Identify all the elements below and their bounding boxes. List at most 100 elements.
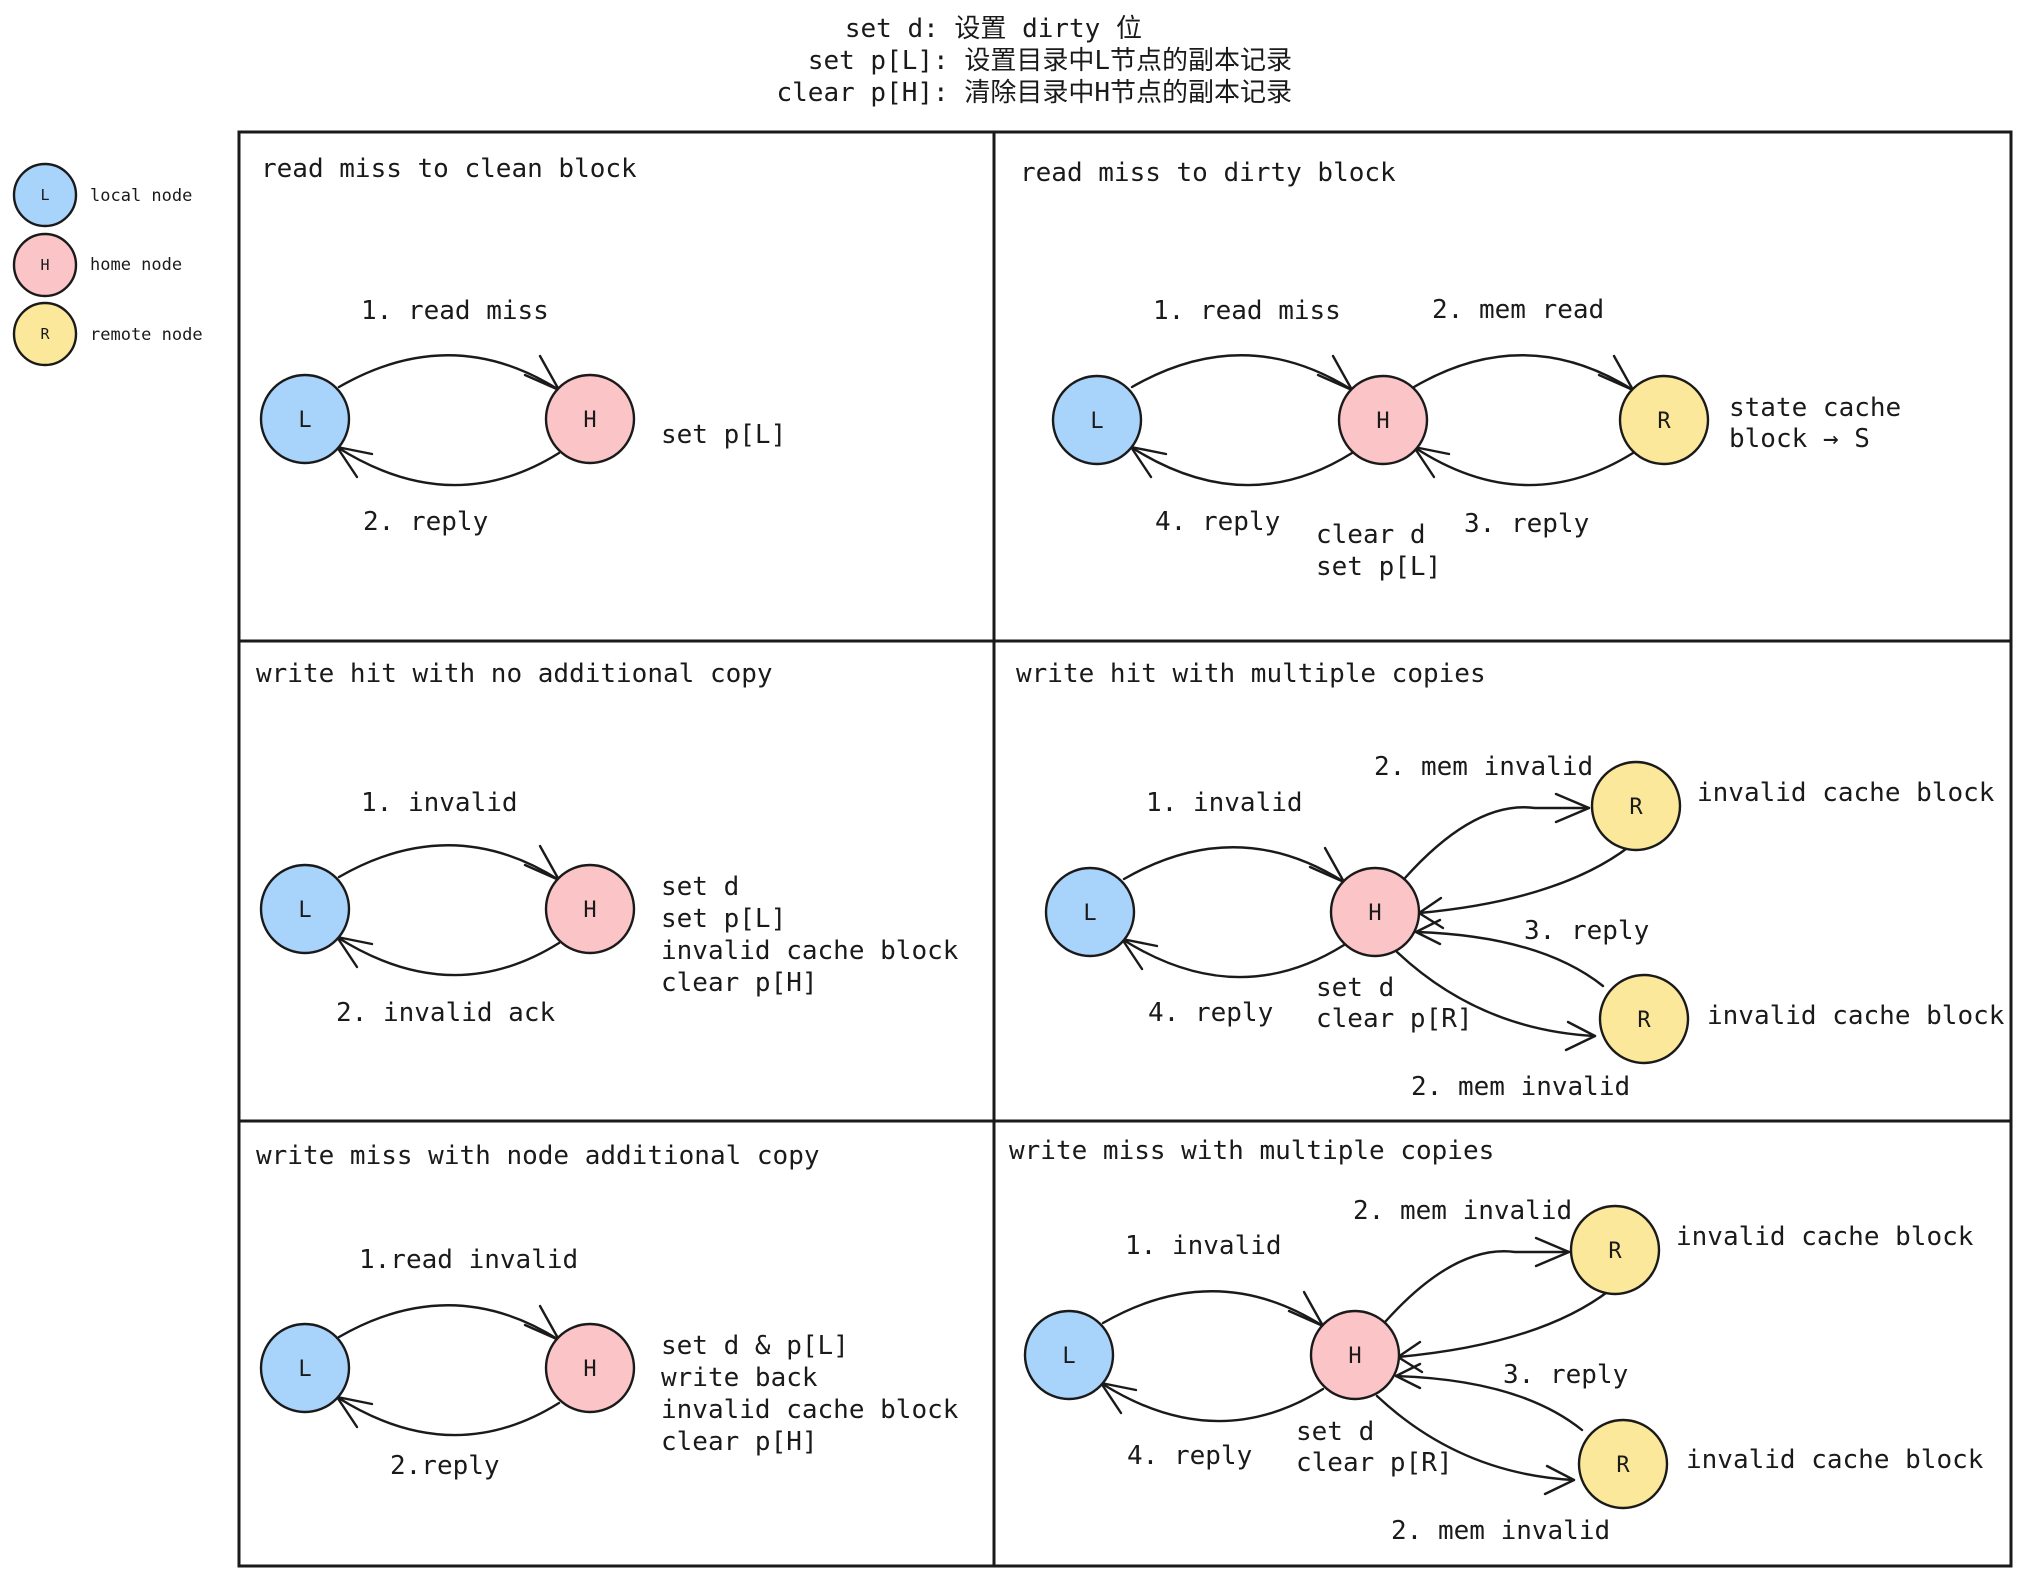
edge-label: 1. read miss xyxy=(361,296,549,326)
grid-frame xyxy=(237,130,2013,1568)
header-notes: set d: 设置 dirty 位 set p[L]: 设置目录中L节点的副本记… xyxy=(777,14,1293,108)
arrow-invalid xyxy=(1122,846,1346,884)
arrow-mem-invalid-bottom xyxy=(1395,950,1597,1038)
legend-home-letter: H xyxy=(40,256,49,274)
state-note: clear d xyxy=(1316,520,1426,550)
edge-label: 4. reply xyxy=(1127,1441,1252,1471)
node-local xyxy=(259,373,351,465)
edge-label: 1. invalid xyxy=(1146,788,1303,818)
edge-label: 2.reply xyxy=(390,1451,500,1481)
node-label: H xyxy=(1376,409,1389,434)
edge-label: 4. reply xyxy=(1155,507,1280,537)
note-clear-p-h: clear p[H]: 清除目录中H节点的副本记录 xyxy=(777,78,1293,108)
node-label: L xyxy=(298,408,311,433)
edge-label: 3. reply xyxy=(1524,916,1649,946)
outer-border xyxy=(237,130,2013,1568)
state-note: set d & p[L] xyxy=(661,1331,849,1361)
node-home xyxy=(1309,1309,1401,1401)
arrowhead xyxy=(1534,1236,1571,1268)
edge-label: 1.read invalid xyxy=(359,1245,578,1275)
node-home xyxy=(544,373,636,465)
edge-label: 2. mem invalid xyxy=(1411,1072,1630,1102)
panel-title: write hit with multiple copies xyxy=(1016,659,1486,689)
arrow-reply xyxy=(335,1395,561,1437)
panel-title: read miss to clean block xyxy=(261,154,637,184)
panel-write-miss-additional: write miss with node additional copy L H… xyxy=(256,1141,959,1481)
node-local xyxy=(259,1322,351,1414)
node-home xyxy=(1337,374,1429,466)
legend-remote-letter: R xyxy=(40,325,50,343)
state-note: set p[L] xyxy=(661,420,786,450)
arrow-reply-3 xyxy=(1412,445,1635,487)
arrow-reply-4 xyxy=(1120,937,1346,979)
arrow-mem-invalid-bottom xyxy=(1375,1394,1576,1482)
panel-title: write miss with multiple copies xyxy=(1009,1136,1494,1166)
arrow-reply-3-bottom xyxy=(1394,1374,1584,1432)
state-note: invalid cache block xyxy=(1686,1445,1984,1475)
panel-read-miss-dirty: read miss to dirty block L H R 1. read m… xyxy=(1020,158,1901,582)
legend-home-circle xyxy=(12,232,78,298)
node-home xyxy=(544,863,636,955)
note-set-d: set d: 设置 dirty 位 xyxy=(845,14,1142,44)
node-label: H xyxy=(1348,1344,1361,1369)
node-remote-top xyxy=(1590,760,1682,852)
node-label: R xyxy=(1629,795,1643,820)
node-remote xyxy=(1618,374,1710,466)
arrow-reply xyxy=(335,445,561,487)
node-local xyxy=(1051,374,1143,466)
node-label: L xyxy=(1083,901,1096,926)
edge-label: 2. mem invalid xyxy=(1374,752,1593,782)
edge-label: 3. reply xyxy=(1503,1360,1628,1390)
panel-write-miss-multiple: write miss with multiple copies L H R R … xyxy=(1009,1136,1984,1546)
arrow-reply-3-bottom xyxy=(1414,930,1605,988)
node-local xyxy=(1044,866,1136,958)
node-label: H xyxy=(583,408,596,433)
arrow-reply-4 xyxy=(1129,445,1354,487)
state-note: set p[L] xyxy=(661,904,786,934)
state-note: invalid cache block xyxy=(661,1395,959,1425)
state-note: invalid cache block xyxy=(661,936,959,966)
edge-label: 2. mem invalid xyxy=(1391,1516,1610,1546)
edge-label: 2. invalid ack xyxy=(336,998,555,1028)
node-remote-bottom xyxy=(1577,1418,1669,1510)
node-label: H xyxy=(583,898,596,923)
arrow-read-miss xyxy=(337,354,561,392)
edge-label: 1. read miss xyxy=(1153,296,1341,326)
state-note: set d xyxy=(661,872,739,902)
arrowhead xyxy=(1414,918,1442,946)
arrowhead xyxy=(1554,792,1591,824)
node-label: R xyxy=(1616,1453,1630,1478)
legend-local-letter: L xyxy=(40,186,49,204)
edge-label: 1. invalid xyxy=(361,788,518,818)
arrow-read-invalid xyxy=(337,1304,561,1342)
edge-label: 1. invalid xyxy=(1125,1231,1282,1261)
panel-write-hit-multiple: write hit with multiple copies L H R R 1… xyxy=(1016,659,2005,1102)
node-home xyxy=(544,1322,636,1414)
arrow-read-miss xyxy=(1130,354,1354,392)
panel-title: write miss with node additional copy xyxy=(256,1141,820,1171)
state-note: set d xyxy=(1316,973,1394,1003)
state-note: clear p[H] xyxy=(661,1427,818,1457)
node-label: R xyxy=(1637,1008,1651,1033)
arrow-reply-3-top xyxy=(1396,1288,1612,1359)
node-label: R xyxy=(1657,409,1671,434)
node-home xyxy=(1329,866,1421,958)
edge-label: 3. reply xyxy=(1464,509,1589,539)
edge-label: 2. mem invalid xyxy=(1353,1196,1572,1226)
node-label: R xyxy=(1608,1239,1622,1264)
edge-label: 4. reply xyxy=(1148,998,1273,1028)
arrowhead xyxy=(1543,1464,1576,1496)
panel-title: read miss to dirty block xyxy=(1020,158,1396,188)
node-remote-bottom xyxy=(1598,973,1690,1065)
arrow-reply-4 xyxy=(1099,1381,1325,1423)
node-label: H xyxy=(583,1357,596,1382)
legend-remote-label: remote node xyxy=(90,325,203,345)
legend-local-label: local node xyxy=(90,186,192,206)
node-local xyxy=(259,863,351,955)
state-note: set p[L] xyxy=(1316,552,1441,582)
node-label: L xyxy=(1090,409,1103,434)
edge-label: 2. mem read xyxy=(1432,295,1604,325)
state-note: invalid cache block xyxy=(1676,1222,1974,1252)
state-note: set d xyxy=(1296,1417,1374,1447)
